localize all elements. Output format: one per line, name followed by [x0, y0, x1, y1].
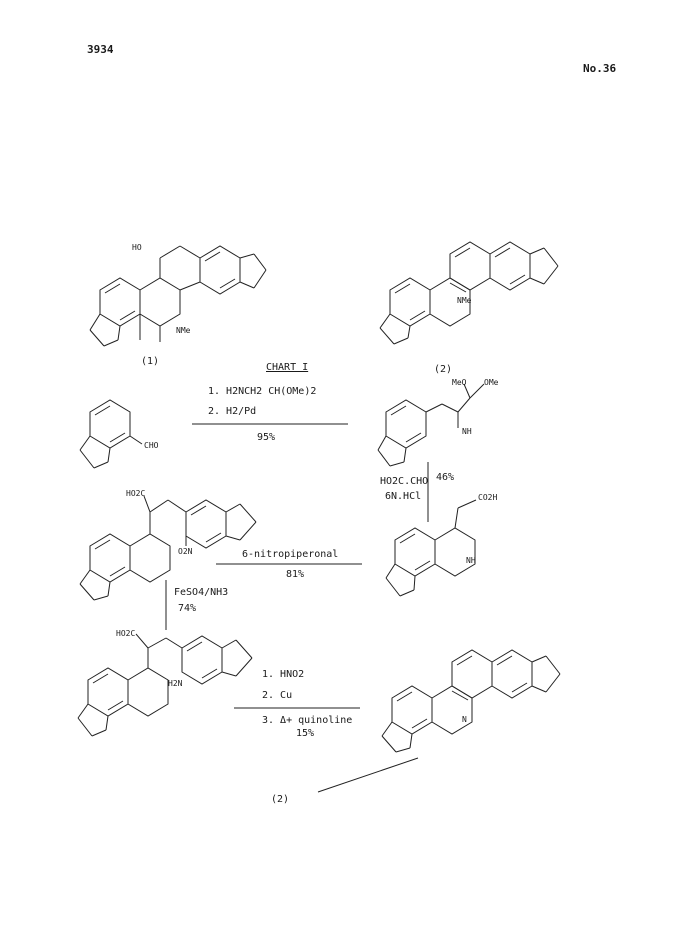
step5-reagent-line2: 2. Cu: [262, 690, 293, 701]
page-number: 3934: [87, 43, 114, 56]
compound-2-structure: [379, 241, 559, 345]
step4-yield: 74%: [178, 603, 197, 614]
ome-label: OMe: [484, 378, 499, 387]
step1-reagent-line2: 2. H2/Pd: [208, 406, 257, 417]
final-compound-label: (2): [271, 794, 290, 805]
compound-1-structure: [89, 245, 267, 347]
arrow-step-1: [192, 423, 348, 425]
compound-2-label: (2): [434, 364, 453, 375]
arrow-step-4: [165, 580, 167, 630]
step1-reagent-line1: 1. H2NCH2 CH(OMe)2: [208, 386, 317, 397]
ho2c-label-1: HO2C: [126, 489, 146, 498]
hydroxy-label: HO: [132, 243, 142, 252]
chart-title: CHART I: [266, 362, 309, 373]
cho-label: CHO: [144, 441, 159, 450]
step3-reagent: 6-nitropiperonal: [242, 549, 339, 560]
step5-reagent-line1: 1. HNO2: [262, 669, 305, 680]
step4-reagent: FeSO4/NH3: [174, 587, 229, 598]
step5-reagent-line3: 3. Δ+ quinoline: [262, 715, 353, 726]
ho2c-label-2: HO2C: [116, 629, 136, 638]
final-product-structure: [381, 649, 561, 753]
step1-yield: 95%: [257, 432, 276, 443]
arrow-step-5: [234, 707, 360, 709]
amino-acid-structure: [77, 633, 253, 737]
step3-yield: 81%: [286, 569, 305, 580]
co2h-label: CO2H: [478, 493, 498, 502]
h2n-label: H2N: [168, 679, 183, 688]
arrow-step-6: [317, 757, 419, 793]
meo-label: MeO: [452, 378, 467, 387]
nh-label-2: NH: [466, 556, 476, 565]
isoquinoline-acid-structure: [385, 499, 477, 597]
compound-1-label: (1): [141, 356, 160, 367]
nme-label-2: NMe: [457, 296, 472, 305]
o2n-label: O2N: [178, 547, 193, 556]
nme-label-1: NMe: [176, 326, 191, 335]
step5-yield: 15%: [296, 728, 315, 739]
step2-reagent1: HO2C.CHO: [380, 476, 429, 487]
n-label-final: N: [462, 715, 467, 724]
acetal-amine-structure: [377, 383, 485, 467]
arrow-step-2: [427, 462, 429, 522]
aldehyde-structure: [79, 399, 143, 469]
step2-yield: 46%: [436, 472, 455, 483]
nh-label-1: NH: [462, 427, 472, 436]
arrow-step-3: [216, 563, 362, 565]
step2-reagent2: 6N.HCl: [385, 491, 422, 502]
issue-number: No.36: [583, 62, 617, 75]
nitro-acid-structure: [79, 495, 257, 601]
